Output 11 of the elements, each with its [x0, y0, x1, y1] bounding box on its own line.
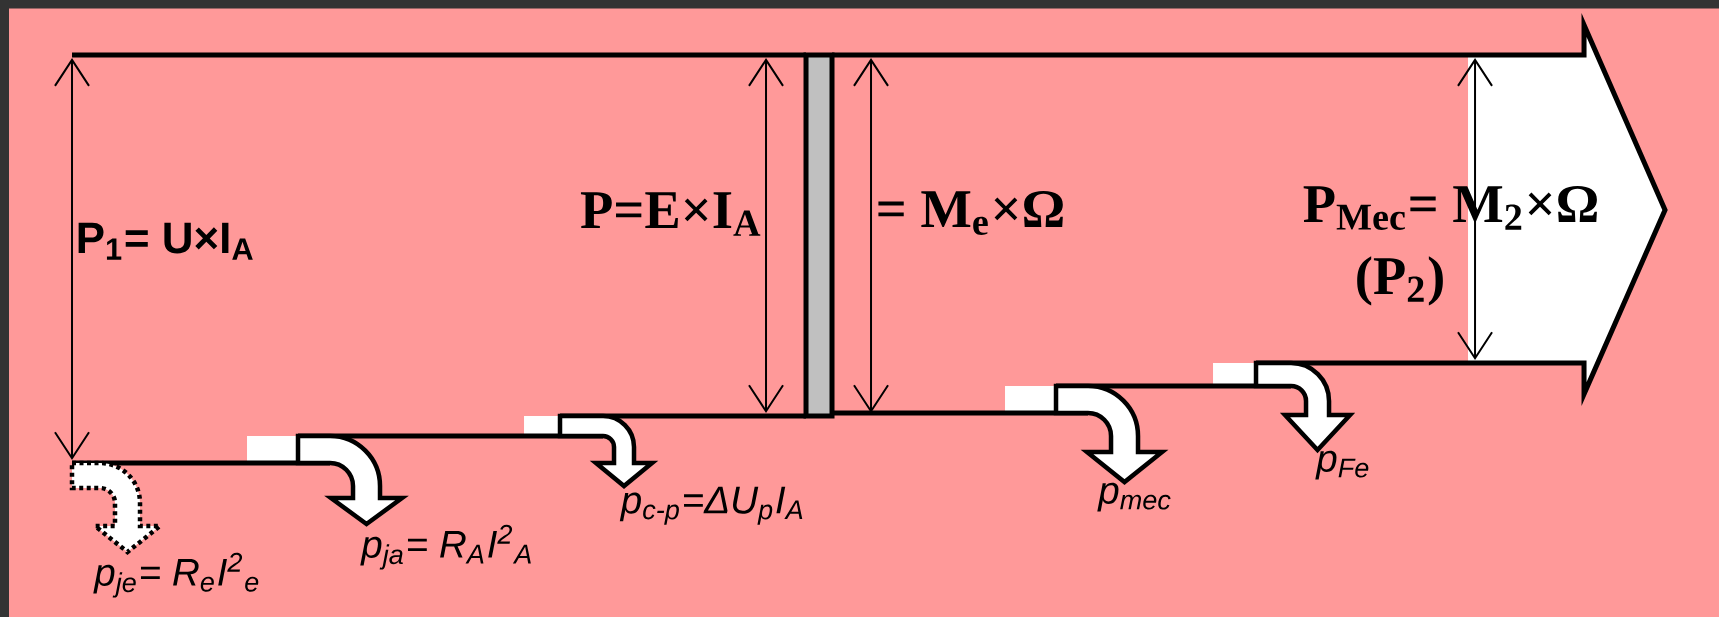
formula-label: (P$_{2}$): [1357, 256, 1443, 306]
loss-arrow: [69, 460, 163, 555]
loss-label: p$_{Fe}$: [1315, 450, 1369, 480]
loss-label: p$_{je}$= R$_{e}$I$^{2}$e: [93, 552, 259, 598]
loss-label: p$_{c-p}$=ΔU$_{p}$I$_{A}$: [619, 486, 803, 525]
formula-label: = M$_{e}$×Ω: [878, 190, 1063, 235]
loss-arrow: [1253, 360, 1353, 453]
formula-label: P$_{1}$= U×I$_{A}$: [78, 222, 253, 260]
formula-label: P=E×I$_{A}$: [580, 192, 761, 236]
loss-label: p$_{ja}$= R$_{A}$I$^{2}$A: [360, 524, 531, 570]
loss-label: p$_{mec}$: [1097, 482, 1171, 512]
